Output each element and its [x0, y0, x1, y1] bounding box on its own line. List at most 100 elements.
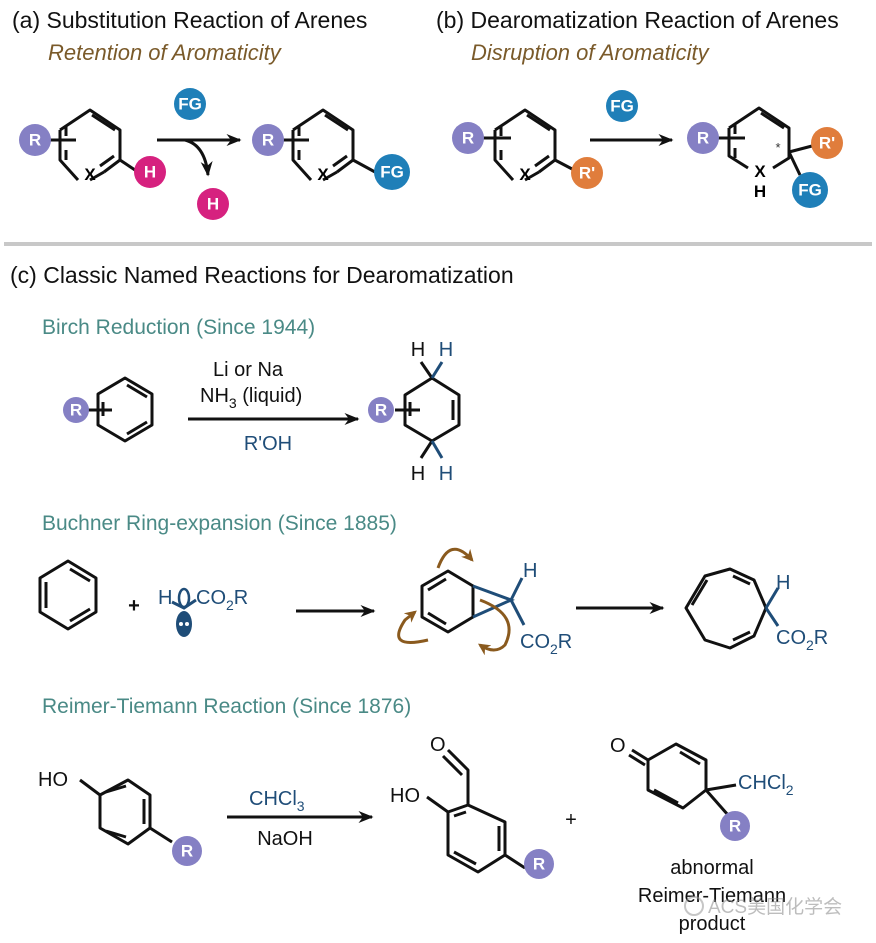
r-badge — [252, 124, 284, 156]
h-label-blue: H — [439, 463, 453, 485]
panel-a-product: X R FG — [252, 108, 410, 190]
aldehyde-o: O — [430, 734, 446, 756]
seven-ring — [684, 567, 768, 650]
double-bond — [441, 754, 464, 777]
fg-badge — [792, 172, 828, 208]
r-badge — [452, 122, 484, 154]
ester-label: CO2R — [520, 631, 572, 657]
dienone-ring — [631, 742, 708, 810]
nh-label: H — [754, 182, 766, 201]
h-bond-blue — [430, 361, 444, 379]
chcl2-label: CHCl2 — [738, 772, 794, 798]
panel-a-title: (a) Substitution Reaction of Arenes — [12, 7, 367, 33]
rprime-badge-label: R' — [819, 134, 835, 153]
benzene-ring — [38, 559, 98, 631]
double-bond — [427, 577, 447, 626]
fg-bond — [352, 158, 376, 174]
panel-b-product: X H * R R' FG — [687, 106, 843, 208]
r-badge-label: R — [70, 401, 82, 420]
watermark-text: ACS美国化学会 — [708, 896, 842, 918]
hydroxyl-label: HO — [38, 769, 68, 791]
r-bond — [149, 826, 173, 844]
double-bond — [99, 154, 121, 174]
r-badge-label: R — [697, 129, 709, 148]
rprime-badge — [571, 157, 603, 189]
panel-a-subtitle: Retention of Aromaticity — [48, 40, 283, 65]
caption-line-1: abnormal — [670, 857, 753, 879]
hydroxyl-label: HO — [390, 785, 420, 807]
r-badge — [687, 122, 719, 154]
electron — [179, 622, 183, 626]
heteroatom-label: X — [317, 165, 329, 184]
r-bond — [504, 853, 526, 870]
o-bond — [426, 795, 449, 814]
r-badge — [524, 849, 554, 879]
panel-b-title: (b) Dearomatization Reaction of Arenes — [436, 7, 839, 33]
h-bond — [764, 587, 780, 609]
double-bond — [91, 113, 116, 132]
panel-b-reactant: X R R' — [452, 108, 603, 189]
carbonyl-double — [628, 753, 646, 767]
rprime-bond — [788, 144, 813, 154]
carbene-ester: CO2R — [196, 587, 248, 613]
double-bond — [44, 567, 91, 623]
section-divider — [4, 242, 872, 246]
benzene-ring — [96, 376, 154, 443]
rprime-badge — [811, 127, 843, 159]
h-label: H — [411, 463, 425, 485]
plus-sign: + — [128, 595, 140, 617]
birch-reactant: R — [63, 376, 154, 443]
ring-bonds — [493, 108, 557, 182]
reimer-reagent-below: NaOH — [257, 828, 313, 850]
fg-badge-label: FG — [798, 181, 822, 200]
r-badge — [19, 124, 51, 156]
carbene-h: H — [158, 587, 172, 609]
birch-product: H H H H R — [368, 339, 461, 485]
ester-label: CO2R — [776, 627, 828, 653]
double-bond — [453, 810, 501, 866]
plus-sign: + — [565, 809, 577, 831]
r-badge-label: R — [262, 131, 274, 150]
fg-badge-label: FG — [380, 163, 404, 182]
ester-bond — [764, 607, 780, 627]
birch-title: Birch Reduction (Since 1944) — [42, 316, 315, 339]
panel-c-title: (c) Classic Named Reactions for Dearomat… — [10, 262, 514, 288]
ester-bond — [509, 599, 526, 626]
heteroatom-label: X — [519, 165, 531, 184]
watermark: ACS美国化学会 — [684, 896, 842, 918]
h-badge-label: H — [144, 163, 156, 182]
fg-bond — [787, 151, 802, 176]
abnormal-product: O CHCl2 R abnormal Reimer-Tiemann produc… — [610, 735, 794, 935]
h-label: H — [776, 572, 790, 594]
reimer-reactant: HO R — [38, 769, 202, 866]
h-bond — [419, 361, 434, 379]
heteroatom-label: X — [754, 162, 766, 181]
h-badge — [134, 156, 166, 188]
h-label-blue: H — [439, 339, 453, 361]
r-badge-label: R — [181, 842, 193, 861]
h-label: H — [523, 560, 537, 582]
double-bond — [760, 111, 785, 130]
caption-line-3: product — [679, 913, 746, 935]
h-badge-byproduct — [197, 188, 229, 220]
cyclopropane-bonds — [472, 584, 515, 619]
reimer-product: O HO R — [390, 734, 554, 879]
fg-badge — [374, 154, 410, 190]
stereocenter-mark: * — [775, 140, 780, 155]
double-bond — [690, 574, 751, 642]
r-badge — [172, 836, 202, 866]
caption-line-2: Reimer-Tiemann — [638, 885, 786, 907]
cycloheptatriene: H CO2R — [684, 567, 828, 653]
h-bond-blue — [430, 440, 444, 459]
fg-badge — [606, 90, 638, 122]
chcl2-bond — [705, 783, 737, 792]
fg-badge-label: FG — [178, 95, 202, 114]
h-bond — [419, 440, 434, 459]
electron — [185, 622, 189, 626]
birch-reagent-below: R'OH — [244, 433, 292, 455]
r-badge-label: R — [375, 401, 387, 420]
carbene: H CO2R — [158, 587, 248, 637]
birch-reagent-1: Li or Na — [213, 359, 284, 381]
